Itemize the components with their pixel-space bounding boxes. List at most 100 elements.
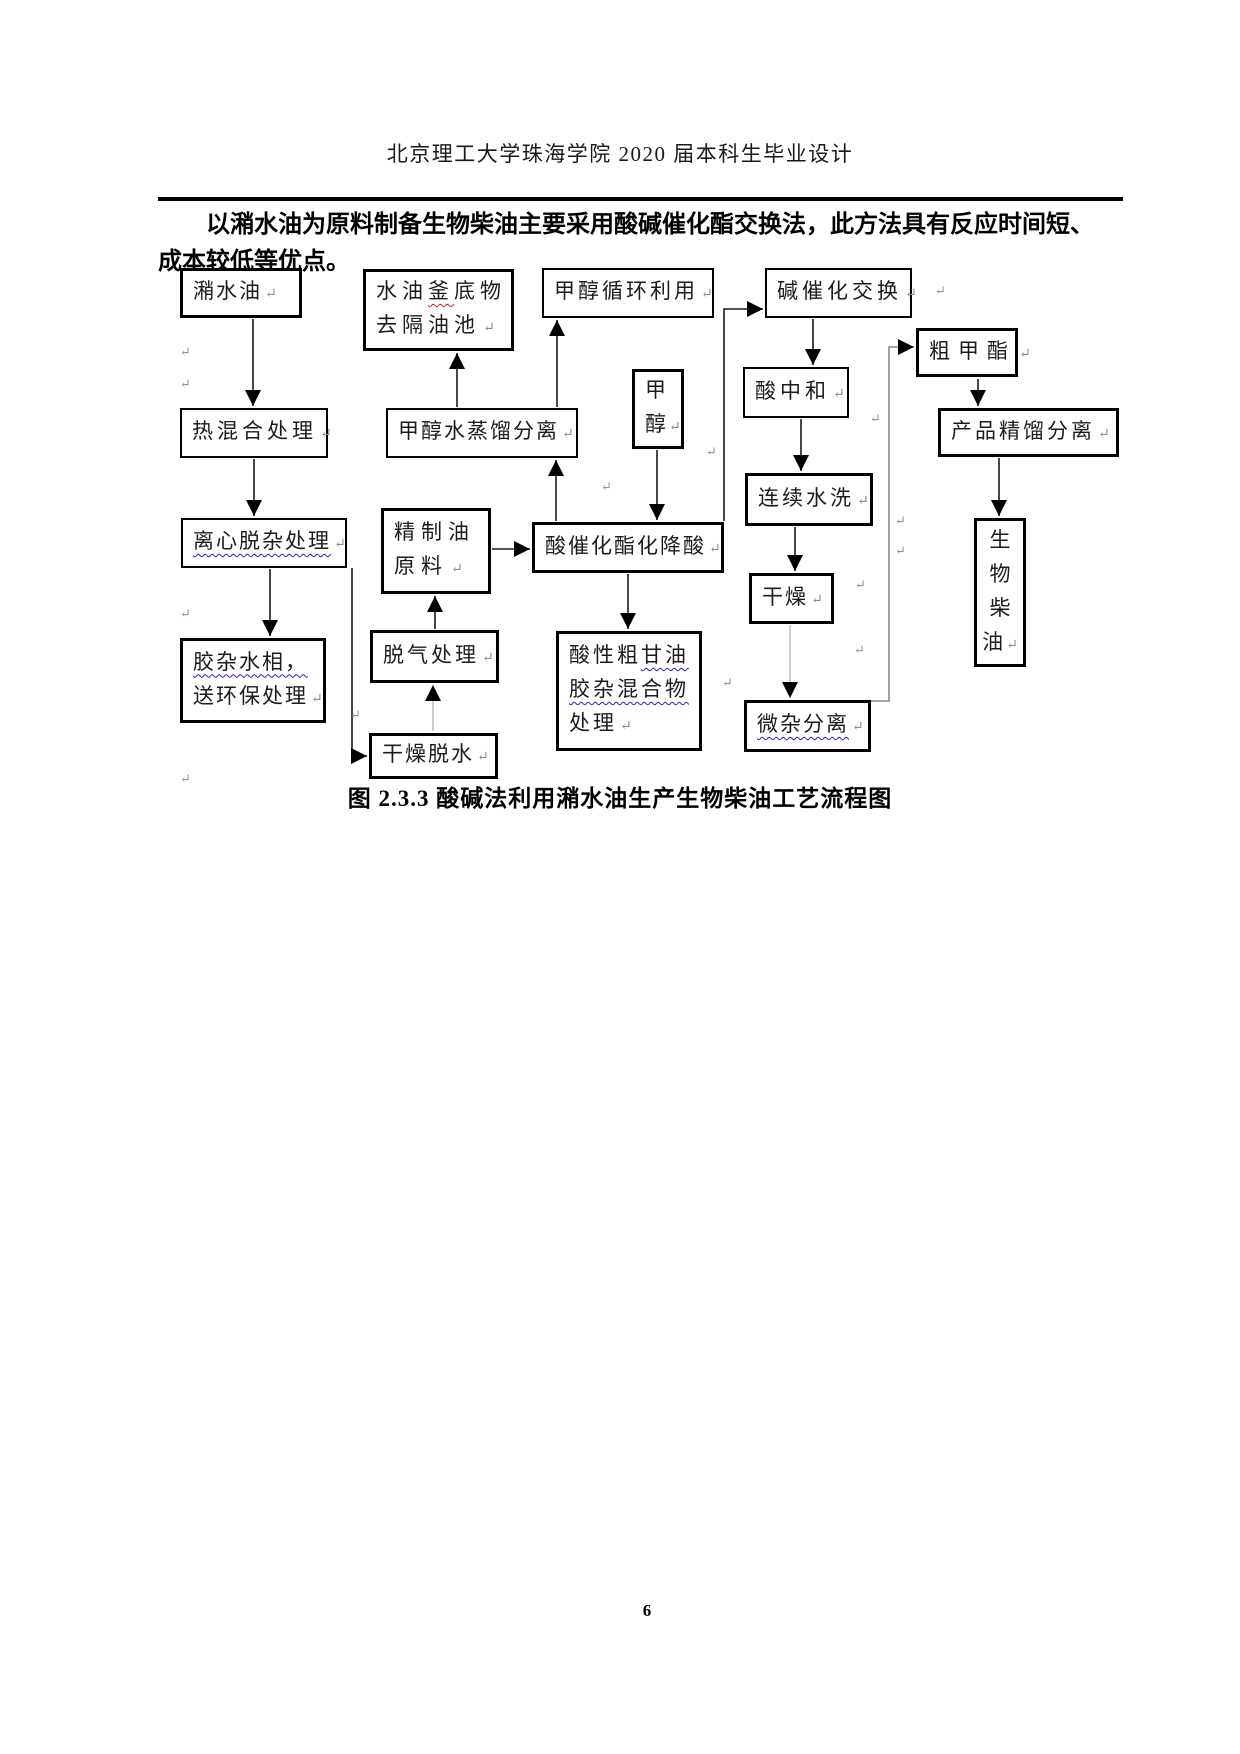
flow-node-label: 碱催化交换↵: [777, 274, 917, 312]
paragraph-mark: ↵: [180, 771, 191, 786]
spellcheck-underlined-text: 胶杂混合物: [569, 677, 689, 701]
flow-arrowhead-methanol--acid-catalyzed-esterification: [649, 504, 665, 520]
label-text: 热混合处理: [192, 419, 317, 443]
paragraph-mark: ↵: [935, 283, 946, 298]
paragraph-mark: ↵: [180, 606, 191, 621]
flow-arrowhead-hot-mixing--centrifugal-impurity-removal: [246, 500, 262, 516]
paragraph-mark: ↵: [180, 344, 191, 359]
label-text: 干燥: [762, 584, 808, 609]
flow-arrowhead-acid-catalyzed-esterification--base-catalyzed-exchange: [747, 301, 763, 317]
flow-arrowhead-micro-impurity-separation--crude-methyl-ester: [898, 339, 914, 355]
linebreak-mark: ↵: [562, 427, 574, 442]
flow-node-base-catalyzed-exchange: 碱催化交换↵: [765, 268, 917, 318]
flow-node-label: 胶杂混合物: [569, 672, 699, 706]
paragraph-mark: ↵: [855, 577, 866, 592]
flow-arrowhead-crude-methyl-ester--product-distillation: [970, 390, 986, 406]
flow-node-label: 脱气处理↵: [383, 638, 496, 676]
label-text: 甲: [645, 378, 666, 402]
paragraph-mark: ↵: [895, 543, 906, 558]
flow-node-label: 原料↵: [394, 549, 488, 587]
linebreak-mark: ↵: [857, 493, 869, 509]
flow-arrowhead-degassing--refined-oil-feedstock: [427, 596, 443, 612]
paragraph-line: 以潲水油为原料制备生物柴油主要采用酸碱催化酯交换法，此方法具有反应时间短、: [206, 212, 1094, 238]
label-text: 酸催化酯化降酸: [545, 533, 706, 558]
linebreak-mark: ↵: [852, 720, 864, 735]
linebreak-mark: ↵: [451, 562, 463, 577]
flow-node-hot-mixing: 热混合处理↵: [180, 408, 332, 458]
flow-node-label: 甲醇水蒸馏分离↵: [398, 414, 576, 452]
label-text: 原料: [394, 554, 448, 578]
flow-node-centrifugal-impurity-removal: 离心脱杂处理↵: [181, 518, 347, 568]
flow-node-continuous-water-wash: 连续水洗↵: [745, 473, 873, 526]
flow-node-label: 干燥脱水↵: [382, 737, 495, 775]
paragraph-mark: ↵: [895, 513, 906, 528]
flow-node-label: 酸中和↵: [755, 374, 847, 412]
flow-node-label: 去隔油池↵: [376, 308, 511, 346]
linebreak-mark: ↵: [483, 321, 495, 336]
flow-node-gel-impurity-water-phase: 胶杂水相， 送环保处理↵: [180, 638, 326, 723]
flow-node-label: 生: [990, 523, 1011, 557]
label-text: 酸性粗: [569, 643, 641, 667]
paragraph-mark: ↵: [180, 376, 191, 391]
label-text: 油: [982, 629, 1004, 654]
flow-node-refined-oil-feedstock: 精制油原料↵: [381, 508, 491, 594]
label-text: 醇: [645, 412, 666, 436]
spellcheck-underlined-text: 釜: [428, 279, 454, 303]
paragraph-mark: ↵: [601, 479, 612, 494]
label-text: 柴: [989, 595, 1011, 620]
flow-node-product-distillation: 产品精馏分离↵: [938, 408, 1119, 457]
label-text: 去隔油池: [376, 313, 480, 337]
label-text: 酸中和: [755, 378, 830, 403]
linebreak-mark: ↵: [905, 287, 917, 302]
linebreak-mark: ↵: [701, 287, 713, 302]
flow-node-acid-neutralization: 酸中和↵: [743, 367, 849, 418]
label-text: 碱催化交换: [777, 279, 902, 303]
flow-node-label: 处理↵: [569, 706, 699, 744]
header-rule: [158, 197, 1123, 201]
linebreak-mark: ↵: [709, 541, 721, 557]
flow-node-label: 送环保处理↵: [193, 679, 323, 717]
linebreak-mark: ↵: [1098, 426, 1110, 442]
linebreak-mark: ↵: [1006, 637, 1018, 653]
flow-arrowhead-acid-catalyzed-esterification--acidic-crude-glycerol-treatment: [620, 613, 636, 629]
flow-edge-centrifugal-impurity-removal--drying-dehydration: [351, 568, 367, 757]
paragraph-mark: ↵: [350, 707, 361, 722]
spellcheck-underlined-text: 甘油: [641, 643, 689, 667]
label-text: 甲醇水蒸馏分离: [398, 419, 559, 443]
spellcheck-underlined-text: 离心脱杂处理: [193, 529, 331, 553]
flow-node-label: 潲水油↵: [193, 274, 299, 312]
flow-node-label: 甲: [645, 373, 681, 407]
flow-node-pot-bottoms-to-oil-trap: 水油釜底物去隔油池↵: [363, 269, 514, 351]
flow-node-label: 酸催化酯化降酸↵: [545, 529, 721, 567]
flow-node-label: 粗甲酯↵: [929, 334, 1031, 372]
spellcheck-underlined-text: 胶杂水相，: [193, 649, 308, 674]
flow-arrowhead-methanol-water-distillation--pot-bottoms-to-oil-trap: [449, 353, 465, 369]
flow-node-micro-impurity-separation: 微杂分离↵: [744, 700, 871, 752]
flow-arrowhead-base-catalyzed-exchange--acid-neutralization: [805, 349, 821, 365]
label-text: 精制油: [394, 520, 475, 544]
page-header: 北京理工大学珠海学院 2020 届本科生毕业设计: [386, 142, 854, 166]
flow-arrowhead-drying-dehydration--degassing: [425, 685, 441, 701]
flow-arrowhead-drying--micro-impurity-separation: [782, 682, 798, 698]
flow-node-biodiesel: 生物柴油↵: [974, 518, 1026, 667]
label-text: 物: [989, 561, 1011, 586]
flow-node-label: 连续水洗↵: [758, 481, 870, 519]
linebreak-mark: ↵: [311, 691, 323, 707]
flow-arrowhead-continuous-water-wash--drying: [787, 555, 803, 571]
flow-edge-micro-impurity-separation--crude-methyl-ester: [871, 346, 914, 702]
flow-arrowhead-centrifugal-impurity-removal--gel-impurity-water-phase: [262, 620, 278, 636]
linebreak-mark: ↵: [334, 537, 346, 552]
label-text: 底物: [454, 279, 506, 303]
spellcheck-underlined-text: 微杂分离: [757, 712, 849, 736]
linebreak-mark: ↵: [669, 420, 681, 435]
flow-arrowhead-product-distillation--biodiesel: [991, 500, 1007, 516]
flow-node-label: 醇↵: [645, 407, 681, 445]
flow-arrowhead-centrifugal-impurity-removal--drying-dehydration: [351, 748, 367, 764]
flow-arrowhead-methanol-water-distillation--methanol-recycle: [549, 320, 565, 336]
label-text: 干燥脱水: [382, 742, 474, 766]
flow-node-methanol-recycle: 甲醇循环利用↵: [542, 268, 714, 318]
flow-node-label: 物: [990, 557, 1011, 591]
figure-caption: 图 2.3.3 酸碱法利用潲水油生产生物柴油工艺流程图: [347, 786, 893, 811]
linebreak-mark: ↵: [833, 386, 845, 402]
linebreak-mark: ↵: [1019, 346, 1031, 362]
